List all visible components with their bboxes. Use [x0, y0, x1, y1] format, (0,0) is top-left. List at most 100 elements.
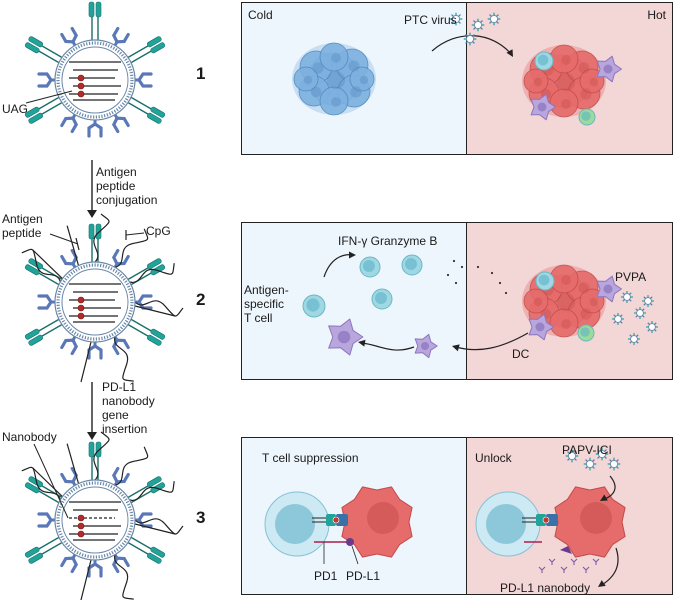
spike-head — [146, 552, 162, 564]
antigen-peptide-strand — [129, 263, 175, 283]
nanobody-glyph — [592, 558, 600, 565]
t-cell-nucleus — [486, 504, 526, 544]
spike-head — [28, 112, 44, 124]
mini-virus-particle — [646, 321, 658, 333]
papv-ici-label: PAPV-ICI — [562, 443, 612, 457]
mini-virus-spike — [472, 34, 475, 37]
tumor-cell — [319, 42, 349, 72]
tumor-nucleus — [580, 88, 592, 100]
immune-cell-nucleus — [405, 258, 417, 270]
mini-virus-spike — [574, 451, 577, 454]
mini-virus-spike — [643, 296, 647, 300]
step-number-2: 2 — [196, 290, 206, 309]
uag-codon-dot — [77, 312, 85, 320]
tumor-nucleus — [331, 53, 341, 63]
mini-virus-spike — [489, 14, 492, 17]
viral-envelope-inner — [61, 486, 129, 554]
mini-virus-spike — [628, 298, 632, 302]
ptc-virus-label: PTC virus — [404, 13, 457, 27]
antigen-dot — [542, 516, 550, 524]
mini-virus-spike — [465, 34, 468, 37]
panel3-illustration — [264, 447, 626, 587]
uag-codon-dot — [77, 522, 85, 530]
pd1-label: PD1 — [314, 569, 338, 583]
t-cell — [264, 491, 330, 557]
mini-virus-spike — [643, 302, 647, 306]
mini-virus-spike — [451, 21, 454, 24]
glycoprotein-spike — [127, 536, 166, 564]
mini-virus-body — [465, 34, 475, 44]
arrow-head — [600, 494, 608, 501]
tumor-nucleus — [556, 292, 576, 312]
tumor-nucleus — [578, 282, 590, 294]
spike-head — [88, 441, 95, 458]
spike-stalk — [37, 536, 60, 551]
tumor-cell-large — [554, 486, 626, 558]
immune-cell-nucleus — [537, 54, 549, 66]
mini-virus-body — [623, 293, 631, 301]
viral-envelope-bilayer — [56, 263, 134, 341]
tumor-cell — [319, 86, 349, 116]
mini-virus-spike — [649, 302, 653, 306]
spike-head — [150, 42, 166, 54]
tumor-nucleus — [578, 62, 590, 74]
antigen-peptide-strand — [93, 213, 110, 263]
glycoprotein-spike — [127, 36, 166, 64]
mini-virus-spike — [609, 459, 612, 462]
cpg-strand — [66, 225, 80, 266]
dendritic-cell — [328, 318, 364, 356]
spike-head — [88, 1, 95, 18]
immune-cell — [534, 51, 554, 71]
pdl1-label: PD-L1 — [346, 569, 381, 583]
tumor-nucleus — [556, 72, 576, 92]
cytokine-dot — [446, 273, 450, 277]
immune-cell-nucleus — [363, 260, 375, 272]
mini-virus-spike — [592, 459, 595, 462]
panel-1: Cold Hot PTC virus — [241, 2, 673, 155]
arrow1-label-line1: Antigen — [96, 165, 137, 179]
mini-virus-particle — [471, 18, 485, 32]
spike-head — [95, 223, 102, 240]
spike-head — [24, 264, 40, 276]
mini-virus-spike — [451, 14, 454, 17]
spike-head — [146, 112, 162, 124]
mini-virus-spike — [567, 451, 570, 454]
cytokine-dot — [460, 265, 464, 269]
mini-virus-spike — [635, 308, 639, 312]
spike-head — [24, 482, 40, 494]
uag-label: UAG — [2, 102, 29, 116]
tcell-label: Antigen- specific T cell — [244, 283, 289, 325]
spike-stalk — [127, 266, 150, 281]
mini-virus-spike — [585, 459, 588, 462]
immune-cell-nucleus — [538, 274, 550, 286]
immune-cell — [578, 108, 596, 126]
tumor-cell — [523, 68, 549, 94]
spike-stalk — [40, 541, 63, 556]
tumor-cell — [523, 288, 549, 314]
cytokine-dot — [504, 291, 508, 295]
mini-virus-spike — [635, 340, 639, 344]
spike-head — [88, 223, 95, 240]
mini-virus-spike — [458, 14, 461, 17]
mini-virus-spike — [604, 449, 607, 452]
dendritic-cell — [596, 275, 622, 303]
arrow2-label-line4: insertion — [102, 422, 148, 436]
spike-head — [146, 334, 162, 346]
arrow2-label-line3: gene — [102, 408, 129, 422]
immune-cell-nucleus — [580, 327, 590, 337]
mini-virus-spike — [480, 27, 483, 30]
mini-virus-particle — [612, 313, 624, 325]
cpg-strand — [32, 249, 63, 279]
antigen-peptide-pointer — [49, 233, 80, 251]
spike-stalk — [130, 49, 153, 64]
mini-virus-body — [614, 315, 622, 323]
mini-virus-spike — [616, 459, 619, 462]
tumor-nucleus — [359, 75, 369, 85]
tcr-complex — [326, 514, 336, 526]
panel-3: T cell suppression Unlock PAPV-ICI PD1 P… — [241, 437, 673, 595]
mini-virus-particle — [463, 32, 477, 46]
tumor-cell — [549, 308, 579, 338]
arrow-head — [349, 251, 356, 259]
spike-head — [150, 328, 166, 340]
dendritic-cell — [596, 55, 622, 83]
